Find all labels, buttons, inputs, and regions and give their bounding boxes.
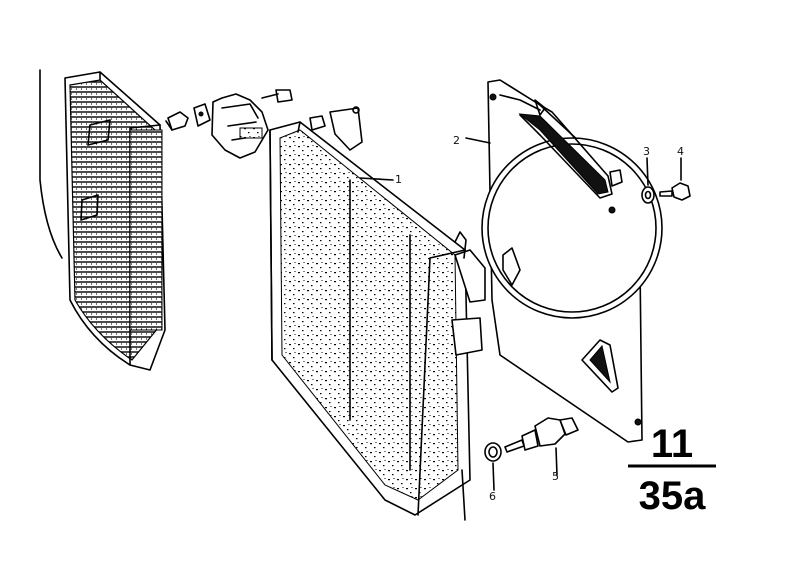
label-part-1: 1 (395, 173, 402, 186)
label-part-4: 4 (677, 145, 684, 158)
label-part-3: 3 (643, 145, 650, 158)
group-code: 11 35a (628, 422, 716, 518)
screw (659, 157, 691, 201)
label-part-5: 5 (552, 470, 559, 483)
top-mount-hardware (165, 89, 363, 159)
grille-core (39, 69, 166, 371)
sealing-ring (484, 442, 502, 491)
temperature-switch (504, 417, 579, 476)
group-code-top: 11 (651, 422, 693, 466)
radiator (269, 121, 486, 521)
label-part-2: 2 (453, 134, 460, 147)
label-part-6: 6 (489, 490, 496, 503)
fan-shroud (465, 79, 663, 443)
group-code-bottom: 35a (639, 474, 706, 518)
washer (641, 157, 655, 204)
